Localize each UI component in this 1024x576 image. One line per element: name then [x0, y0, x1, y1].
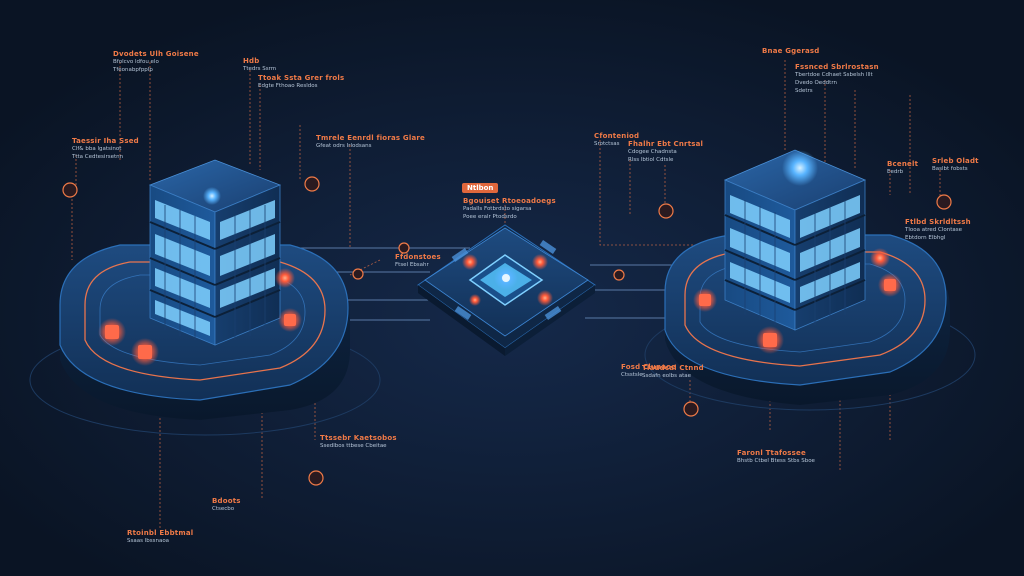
label-line: Ctsstsle — [621, 372, 643, 378]
right-hotspots — [693, 248, 902, 354]
label-line: Cdogee Chadnsta — [628, 149, 677, 155]
label-line: Ssaas lbssnaoa — [127, 538, 170, 544]
label-l8: Fhalhr Ebt Cnrtsal Cdogee Chadnsta Rlss … — [628, 140, 703, 164]
label-line: Bfolcvo ldfou elo — [113, 59, 159, 65]
label-line: Tfeonabpfpplp — [113, 67, 153, 73]
label-line: Sdetrs — [795, 88, 813, 94]
node-icon — [398, 242, 410, 254]
label-l19: Rtoinbl Ebbtmal Ssaas lbssnaoa — [127, 529, 193, 545]
right-server-tower — [723, 149, 867, 331]
label-l4: Taessir Iha Ssed Clf& bba lgatsinot Ttta… — [72, 137, 139, 161]
label-l13: Ftlbd Skrldltssh Tlooa atred Clontase Eb… — [905, 218, 971, 242]
label-l1: Dvodets Ulh Goisene Bfolcvo ldfou elo Tf… — [113, 50, 199, 74]
label-l2: Hdb Ttedrs Ssrm — [243, 57, 276, 73]
central-chip — [417, 224, 596, 356]
node-icon — [683, 401, 699, 417]
label-line: Gfeat odrs Irlodsans — [316, 143, 372, 149]
label-title: Ttssebr Kaetsobos — [320, 434, 397, 442]
central-tag: Ntlbon — [462, 183, 499, 193]
label-l9: Bnae Ggerasd — [762, 47, 819, 55]
label-title: Bgouiset Rtoeoadoegs — [463, 197, 556, 205]
label-line: Srotctsas — [594, 141, 620, 147]
label-l11: Bcenelt Eedrb — [887, 160, 918, 176]
label-line: Dvedo Oeddtrn — [795, 80, 837, 86]
label-l6: Bgouiset Rtoeoadoegs Padalls Fotbrdsto s… — [463, 197, 556, 221]
label-title: Taessir Iha Ssed — [72, 137, 139, 145]
label-line: Clf& bba lgatsinot — [72, 146, 122, 152]
label-title: Bdoots — [212, 497, 241, 505]
node-icon — [658, 203, 674, 219]
label-l5: Tmrele Eenrdl fioras Glare Gfeat odrs Ir… — [316, 134, 425, 150]
label-line: Ssedlbos ttbese Cbeitae — [320, 443, 387, 449]
label-l10: Fssnced Sbrlrostasn Tbertdoe Cdhaet Ssbe… — [795, 63, 879, 95]
label-l15: Fosd Clunaoe Ctsstsle — [621, 363, 676, 379]
node-icon — [304, 176, 320, 192]
label-title: Dvodets Ulh Goisene — [113, 50, 199, 58]
label-line: Ebtdorn Elbhgl — [905, 235, 946, 241]
label-title: Ftlbd Skrldltssh — [905, 218, 971, 226]
node-icons — [62, 176, 952, 486]
label-l16: Tlaudcal Ctnnd Ssdafn eolbs atae — [642, 364, 704, 380]
label-title: Fssnced Sbrlrostasn — [795, 63, 879, 71]
label-l12: Srleb Oladt Baslbt fobsts — [932, 157, 979, 173]
node-icon — [62, 182, 78, 198]
node-icon — [936, 194, 952, 210]
label-line: Bhstb Ctbel Btess Stbs Sboe — [737, 458, 815, 464]
label-line: Tlooa atred Clontase — [905, 227, 963, 233]
label-line: Rlss lbtiol Cdtsle — [628, 157, 674, 163]
label-title: Ttoak Ssta Grer frols — [258, 74, 345, 82]
label-title: Fhalhr Ebt Cnrtsal — [628, 140, 704, 148]
label-line: Ssdafn eolbs atae — [642, 373, 692, 379]
node-icon — [352, 268, 364, 280]
label-title: Ffdonstoes — [395, 253, 441, 261]
label-line: Baslbt fobsts — [932, 166, 968, 172]
label-l17: Ttssebr Kaetsobos Ssedlbos ttbese Cbeita… — [320, 434, 397, 450]
label-title: Cfonteniod — [594, 132, 640, 140]
label-l18: Bdoots Ctsecbo — [212, 497, 241, 513]
label-line: Eedrb — [887, 169, 904, 175]
left-server-tower — [148, 159, 282, 346]
label-l20: Ffdonstoes Ftsel Ebsahr — [395, 253, 441, 269]
label-line: Padalls Fotbrdsto sigarsa — [463, 206, 532, 212]
label-l14: Faronl Ttafossee Bhstb Ctbel Btess Stbs … — [737, 449, 815, 465]
label-l7: Cfonteniod Srotctsas — [594, 132, 639, 148]
label-title: Bnae Ggerasd — [762, 47, 820, 55]
label-line: Ftsel Ebsahr — [395, 262, 429, 268]
label-title: Hdb — [243, 57, 260, 65]
label-l3: Ttoak Ssta Grer frols Edgte Fthoao Resld… — [258, 74, 344, 90]
label-title: Tmrele Eenrdl fioras Glare — [316, 134, 425, 142]
label-title: Faronl Ttafossee — [737, 449, 806, 457]
label-title: Rtoinbl Ebbtmal — [127, 529, 194, 537]
label-title: Bcenelt — [887, 160, 919, 168]
label-title: Srleb Oladt — [932, 157, 979, 165]
label-title: Tlaudcal Ctnnd — [642, 364, 704, 372]
label-title: Fosd Clunaoe — [621, 363, 677, 371]
node-icon — [308, 470, 324, 486]
label-line: Ctsecbo — [212, 506, 235, 512]
label-line: Poee eralr Ptodsrdo — [463, 214, 517, 220]
label-line: Ttedrs Ssrm — [243, 66, 277, 72]
label-line: Tbertdoe Cdhaet Ssbelsh lllt — [795, 72, 873, 78]
label-line: Ttta Cedtesirsetnn — [72, 154, 124, 160]
node-icon — [613, 269, 625, 281]
left-hotspots — [98, 268, 302, 366]
label-line: Edgte Fthoao Resldos — [258, 83, 318, 89]
